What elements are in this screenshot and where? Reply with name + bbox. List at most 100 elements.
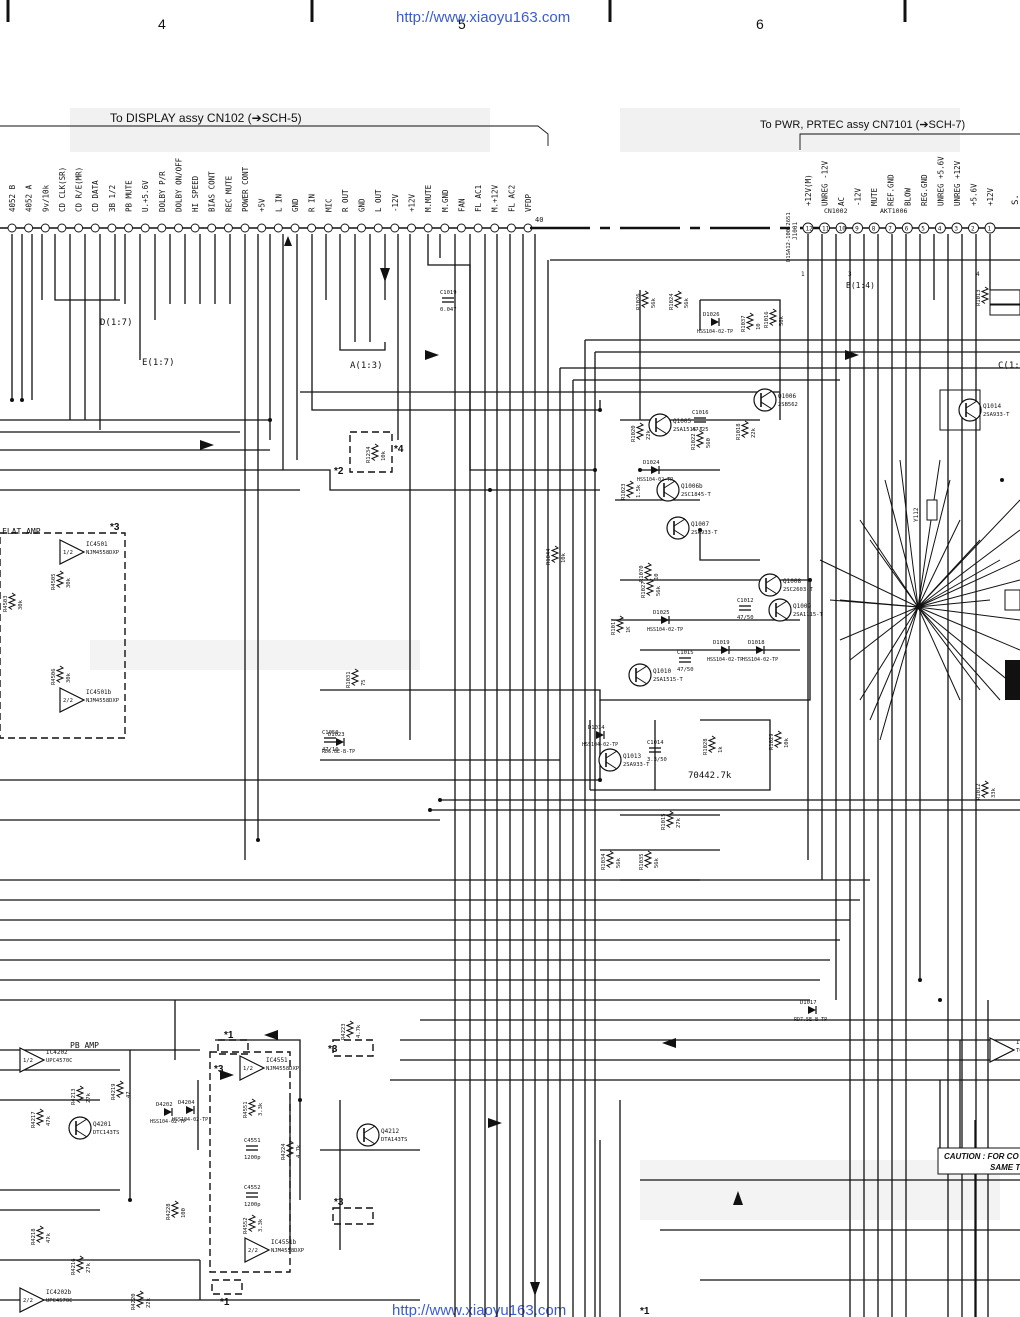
resistor-ref: R1016	[764, 311, 770, 328]
resistor-ref: R1029	[769, 733, 775, 750]
diode-ref: D1018	[748, 640, 765, 646]
display-pin-label: BIAS CONT	[208, 171, 217, 212]
arrow-icon	[733, 1191, 743, 1205]
resistor-ref: R1018	[736, 423, 742, 440]
diode-ref: D4202	[156, 1102, 173, 1108]
resistor-ref: R4228	[166, 1203, 172, 1220]
resistor-ref: R4505	[51, 573, 57, 590]
diode-ref: D1026	[703, 312, 720, 318]
resistor-value: 22k	[146, 1297, 152, 1308]
display-pin-label: 4052 B	[8, 184, 17, 212]
display-pin	[357, 223, 366, 233]
arrow-icon	[662, 1038, 676, 1048]
display-connector-bracket	[0, 125, 549, 146]
display-pin	[190, 223, 200, 233]
power-pin-number: 11	[822, 226, 830, 233]
flat-amp-label: FLAT AMP	[2, 527, 41, 536]
power-pin-number: 12	[806, 226, 814, 233]
resistor-ref: R1022	[691, 433, 697, 450]
diode-part: HSS104-02-TP	[172, 1117, 208, 1123]
resistor-value: 10k	[381, 450, 387, 461]
display-pin	[40, 223, 50, 233]
resistor-ref: R1012	[976, 783, 982, 800]
caution-line-2: SAME T	[990, 1163, 1020, 1172]
power-connector-title: To PWR, PRTEC assy CN7101 (➔SCH-7)	[760, 119, 965, 131]
power-connector-bracket	[799, 133, 1020, 150]
transistor-symbols: Q10052SA1515-TQ10062SB562Q1006b2SC1845-T…	[68, 388, 1010, 1147]
power-pin	[951, 222, 963, 234]
display-pin	[223, 223, 233, 233]
opamp-ref: IC1201	[1016, 1039, 1020, 1046]
power-pin-label: AC	[837, 197, 846, 206]
resistor-ref: R1035	[639, 853, 645, 870]
opamp-symbols: 1/2IC4501NJM4558DXP2/2IC4501bNJM4558DXP1…	[19, 539, 1020, 1313]
resistor-ref: R4216	[71, 1258, 77, 1275]
power-pin	[852, 222, 864, 234]
arrow-icon	[264, 1030, 278, 1040]
resistor-value: 56k	[656, 585, 662, 596]
resistor: R1035 56k	[639, 850, 660, 870]
display-connector-title: To DISPLAY assy CN102 (➔SCH-5)	[110, 111, 302, 125]
resistor-ref: R1044	[546, 548, 552, 565]
resistor-ref: R4224	[281, 1143, 287, 1160]
opamp-unit: 1/2	[243, 1066, 253, 1072]
display-pin	[57, 223, 67, 233]
display-pin	[423, 223, 433, 233]
resistor-ref: R1028	[703, 738, 709, 755]
resistor: R4217 47k	[31, 1108, 52, 1128]
power-pin-number: 10	[839, 226, 847, 233]
display-pin-label: FL AC2	[507, 185, 516, 212]
display-pin-label: R OUT	[341, 189, 350, 212]
resistor-value: 33k	[991, 787, 997, 798]
diode-part: HSS104-02-TP	[150, 1119, 186, 1125]
power-connector-ref: CN1002	[824, 207, 848, 215]
capacitor-value: 47/10	[322, 747, 339, 753]
opamp-part: NJM4558DXP	[271, 1248, 305, 1254]
resistor-value: 3.3k	[258, 1102, 264, 1116]
opamp-part: NJM4558DXP	[266, 1066, 300, 1072]
display-pin	[124, 223, 133, 233]
resistor-value: 47k	[46, 1115, 52, 1126]
resistor-value: 1k	[718, 746, 724, 753]
opamp-unit: 2/2	[63, 698, 73, 704]
display-pin-label: CD R/E(MR)	[75, 167, 84, 212]
arrow-icon	[380, 268, 390, 282]
resistor-ref: R4217	[31, 1111, 37, 1128]
resistor-ref: R1023	[621, 483, 627, 500]
display-pin-label: DOLBY P/R	[158, 171, 167, 212]
capacitor-ref: C1012	[737, 598, 754, 604]
display-pin-label: MIC	[324, 198, 333, 212]
resistor-ref: R1027	[641, 581, 647, 598]
display-pin-label: M.GND	[441, 189, 450, 212]
resistor-value: 100	[181, 1208, 187, 1218]
display-pin	[490, 223, 500, 233]
resistor-value: 56k	[654, 857, 660, 868]
diode-part: HSS104-02-TP	[582, 742, 618, 748]
diode-ref: D1024	[643, 460, 660, 466]
transistor-ref: Q1008	[783, 578, 801, 585]
signal-arrows	[200, 236, 859, 1296]
power-bus-pin-4: 4	[976, 271, 980, 278]
transistor-part: 2SA933-T	[691, 530, 718, 536]
display-pin-label: 4052 A	[25, 184, 34, 212]
